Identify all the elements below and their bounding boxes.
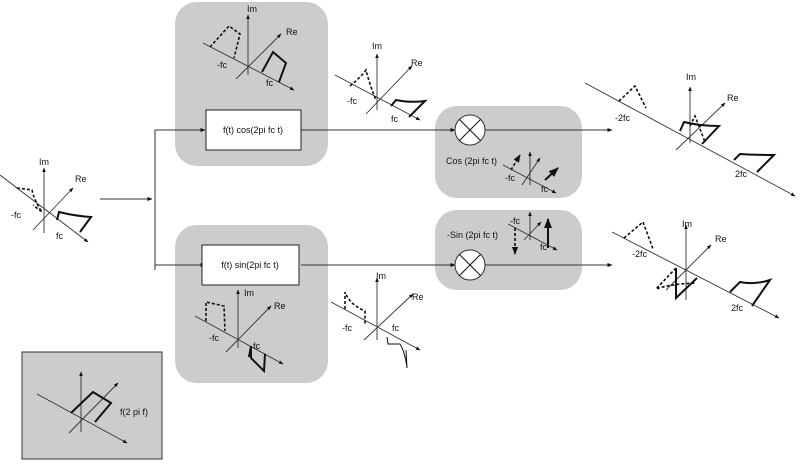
- cos-output-neg-fc-label: -fc: [347, 96, 357, 106]
- cos-branch-spectrum-plot: Im Re -fc fc: [202, 4, 298, 91]
- sin-multiplier-block: [201, 244, 300, 286]
- cos-result-spectrum-plot: -2fc Im Re 2fc: [584, 72, 796, 197]
- cos-mixer: [454, 114, 486, 146]
- input-spectrum-plot: Im Re -fc fc: [0, 157, 93, 243]
- cos-multiplier-label: f(t) cos(2pi fc t): [223, 125, 283, 135]
- sin-branch-fc-label: fc: [253, 341, 261, 351]
- sin-carrier-spectrum-plot: -fc fc: [507, 211, 558, 255]
- cos-carrier-spectrum-plot: -fc fc: [502, 151, 559, 194]
- sin-carrier-label: -Sin (2pi fc t): [447, 230, 498, 240]
- sin-result-neg-2fc-label: -2fc: [632, 249, 648, 259]
- input-neg-fc-label: -fc: [11, 210, 21, 220]
- signal-wires: [100, 128, 613, 270]
- cos-carrier-neg-fc-label: -fc: [505, 173, 515, 183]
- sin-branch-neg-fc-label: -fc: [209, 333, 219, 343]
- input-re-label: Re: [75, 174, 87, 184]
- cos-carrier-fc-label: fc: [541, 184, 549, 194]
- legend-caption: f(2 pi f): [120, 407, 148, 417]
- cos-branch-fc-label: fc: [266, 78, 274, 88]
- sin-result-spectrum-plot: -2fc Im Re 2fc: [611, 219, 780, 319]
- cos-carrier-label: Cos (2pi fc t): [446, 156, 497, 166]
- sin-output-im-label: Im: [376, 271, 386, 281]
- cos-result-2fc-label: 2fc: [735, 169, 748, 179]
- sin-result-re-label: Re: [715, 234, 727, 244]
- input-im-label: Im: [39, 157, 49, 167]
- cos-branch-re-label: Re: [286, 27, 298, 37]
- cos-mixer-panel: [435, 106, 582, 198]
- cos-multiplier-block: [205, 109, 302, 151]
- sin-mixer-panel: [435, 210, 582, 290]
- sin-branch-im-label: Im: [244, 288, 254, 298]
- sin-branch-re-label: Re: [274, 301, 286, 311]
- cos-output-spectrum-plot: Im Re -fc fc: [334, 41, 428, 124]
- sin-carrier-neg-fc-label: -fc: [510, 216, 520, 226]
- input-fc-label: fc: [56, 231, 64, 241]
- cos-result-neg-2fc-label: -2fc: [615, 113, 631, 123]
- sin-multiplier-label: f(t) sin(2pi fc t): [221, 260, 279, 270]
- sin-result-im-label: Im: [682, 219, 692, 229]
- sin-carrier-fc-label: fc: [540, 242, 548, 252]
- legend-spectrum-plot: f(2 pi f): [36, 371, 148, 444]
- cos-output-im-label: Im: [372, 41, 382, 51]
- cos-branch-im-label: Im: [247, 4, 257, 14]
- cos-output-fc-label: fc: [391, 114, 399, 124]
- sin-mixer: [454, 249, 486, 281]
- legend-box: [21, 351, 163, 460]
- split-wire-bottom: [154, 199, 206, 267]
- sin-branch-spectrum-plot: Im Re -fc fc: [194, 288, 286, 374]
- cos-result-im-label: Im: [686, 72, 696, 82]
- cos-branch-neg-fc-label: -fc: [217, 60, 227, 70]
- sin-result-2fc-label: 2fc: [731, 303, 744, 313]
- sin-output-neg-fc-label: -fc: [342, 323, 352, 333]
- sin-output-re-label: Re: [412, 292, 424, 302]
- cos-result-re-label: Re: [727, 93, 739, 103]
- sin-output-fc-label: fc: [392, 323, 400, 333]
- cos-output-re-label: Re: [411, 58, 423, 68]
- sin-output-spectrum-plot: Im Re -fc fc: [330, 271, 424, 369]
